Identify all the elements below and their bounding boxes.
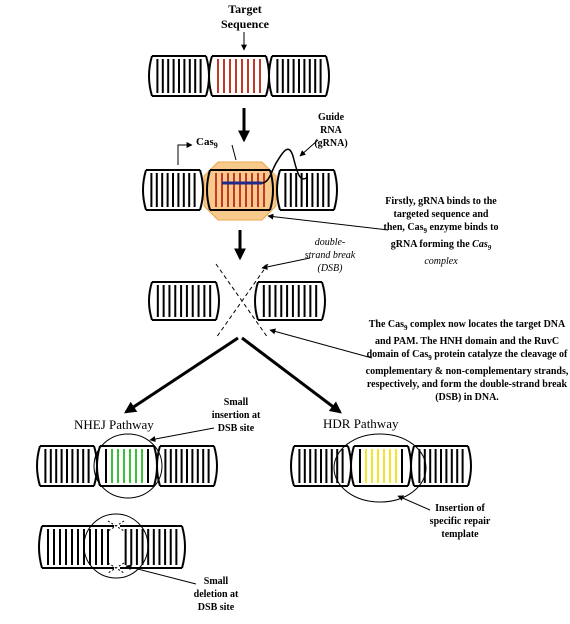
cas9-pointer-link bbox=[231, 144, 237, 161]
insertion-template-pointer bbox=[397, 495, 431, 511]
dna-hdr-left bbox=[290, 445, 352, 487]
step1-note: Firstly, gRNA binds to the targeted sequ… bbox=[383, 196, 499, 267]
nhej-branch-arrow bbox=[123, 336, 239, 414]
segment-right-cap bbox=[213, 445, 218, 487]
segment-left-cap bbox=[206, 169, 211, 211]
dna-left-segment-2 bbox=[142, 169, 204, 211]
cas9-pointer bbox=[177, 142, 193, 165]
segment-left-cap bbox=[410, 445, 415, 487]
backbone-line bbox=[160, 445, 214, 487]
dsb-cross-line-2 bbox=[215, 263, 269, 339]
dna-left-segment-1 bbox=[148, 55, 210, 97]
segment-left-cap bbox=[142, 169, 147, 211]
backbone-line bbox=[354, 445, 408, 487]
backbone-line bbox=[152, 55, 206, 97]
dna-strands-layer bbox=[36, 55, 472, 579]
segment-left-cap bbox=[36, 445, 41, 487]
deletion-mark-top-2 bbox=[107, 520, 125, 532]
backbone-line bbox=[120, 525, 182, 569]
backbone-line bbox=[414, 445, 468, 487]
segment-right-cap bbox=[467, 445, 472, 487]
dna-right-segment-2 bbox=[276, 169, 338, 211]
hdr-pathway-label: HDR Pathway bbox=[323, 416, 399, 431]
dna-nhej-right bbox=[156, 445, 218, 487]
backbone-line bbox=[294, 445, 348, 487]
segment-left-cap bbox=[38, 525, 43, 569]
backbone-line bbox=[210, 169, 270, 211]
backbone-line bbox=[212, 55, 266, 97]
segment-left-cap bbox=[290, 445, 295, 487]
segment-right-cap bbox=[325, 55, 330, 97]
cas9-label: Cas9 bbox=[196, 136, 218, 151]
segment-right-cap bbox=[321, 281, 326, 321]
insertion-template-label: Insertion of specific repair template bbox=[429, 503, 491, 540]
dna-hdr-right bbox=[410, 445, 472, 487]
segment-left-cap bbox=[276, 169, 281, 211]
dna-deletion-left bbox=[38, 525, 114, 569]
small-insertion-label: Small insertion at DSB site bbox=[211, 397, 261, 434]
backbone-line bbox=[258, 281, 322, 321]
guide-rna-pointer bbox=[299, 139, 319, 157]
hdr-template-circle bbox=[333, 433, 427, 503]
deletion-mark-bot-2 bbox=[107, 562, 125, 574]
backbone-line bbox=[152, 281, 216, 321]
dna-target-segment bbox=[208, 55, 270, 97]
segment-left-cap bbox=[268, 55, 273, 97]
hdr-branch-arrow bbox=[241, 336, 342, 414]
guide-rna-label: Guide RNA (gRNA) bbox=[314, 112, 348, 149]
deletion-circle bbox=[83, 513, 149, 579]
segment-left-cap bbox=[350, 445, 355, 487]
backbone-line bbox=[280, 169, 334, 211]
segment-right-cap bbox=[199, 169, 204, 211]
dna-nhej-left bbox=[36, 445, 98, 487]
backbone-line bbox=[146, 169, 200, 211]
segment-right-cap bbox=[181, 525, 186, 569]
target-sequence-label: Target Sequence bbox=[221, 2, 269, 31]
nhej-pathway-label: NHEJ Pathway bbox=[74, 417, 154, 432]
dna-hdr-template bbox=[350, 445, 412, 487]
backbone-line bbox=[42, 525, 114, 569]
dna-deletion-right bbox=[120, 525, 186, 569]
small-insertion-pointer bbox=[149, 427, 215, 442]
small-deletion-pointer bbox=[125, 564, 197, 585]
nhej-insertion-circle bbox=[93, 433, 163, 499]
backbone-line bbox=[40, 445, 94, 487]
dsb-label: double- strand break (DSB) bbox=[304, 237, 356, 274]
small-deletion-label: Small deletion at DSB site bbox=[193, 576, 239, 613]
segment-left-cap bbox=[208, 55, 213, 97]
step2-note: The Cas9 complex now locates the target … bbox=[365, 319, 569, 403]
dna-left-segment-3 bbox=[148, 281, 220, 321]
backbone-line bbox=[100, 445, 154, 487]
arrows-layer bbox=[107, 32, 431, 585]
segment-left-cap bbox=[148, 55, 153, 97]
guide-rna-loop bbox=[261, 148, 307, 184]
dna-nhej-insertion bbox=[96, 445, 158, 487]
segment-left-cap bbox=[156, 445, 161, 487]
segment-right-cap bbox=[333, 169, 338, 211]
segment-left-cap bbox=[148, 281, 153, 321]
backbone-line bbox=[272, 55, 326, 97]
segment-left-cap bbox=[254, 281, 259, 321]
dsb-pointer bbox=[261, 257, 311, 270]
segment-right-cap bbox=[215, 281, 220, 321]
dna-complex-segment bbox=[206, 169, 274, 211]
dna-right-segment-3 bbox=[254, 281, 326, 321]
dna-right-segment-1 bbox=[268, 55, 330, 97]
step2-note-pointer bbox=[269, 328, 373, 359]
step1-note-pointer bbox=[267, 213, 389, 231]
